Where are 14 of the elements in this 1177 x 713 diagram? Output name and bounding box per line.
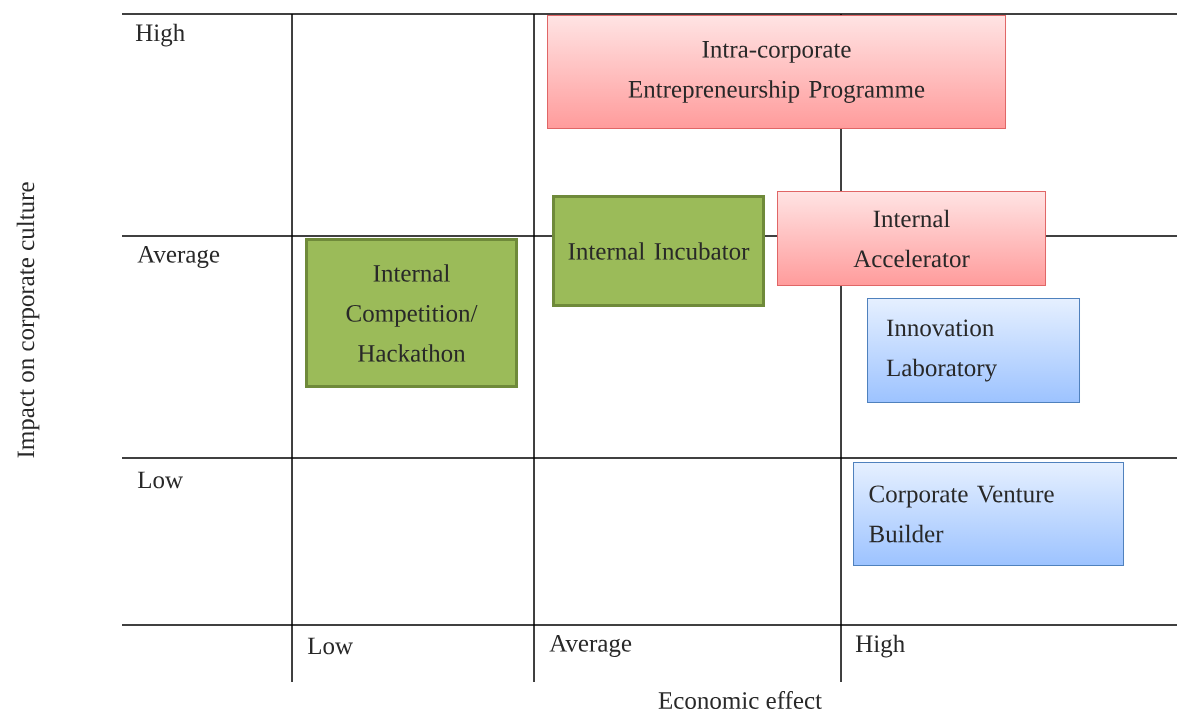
strategy-box: Internal Accelerator <box>777 191 1046 286</box>
strategy-box: Corporate Venture Builder <box>853 462 1124 566</box>
axis-level-label: Low <box>137 471 183 489</box>
axis-title: Economic effect <box>658 691 822 709</box>
axis-title: Impact on corporate culture <box>16 182 40 458</box>
axis-level-label: Average <box>549 635 632 657</box>
strategy-box: Innovation Laboratory <box>867 298 1080 403</box>
strategy-box: Internal Competition/ Hackathon <box>305 238 518 388</box>
axis-level-label: High <box>135 23 185 47</box>
axis-level-label: Low <box>307 637 353 655</box>
strategy-box: Intra-corporate Entrepreneurship Programme <box>547 15 1006 129</box>
axis-level-label: Average <box>137 246 220 268</box>
axis-level-label: High <box>855 634 905 658</box>
strategy-box: Internal Incubator <box>552 195 765 307</box>
